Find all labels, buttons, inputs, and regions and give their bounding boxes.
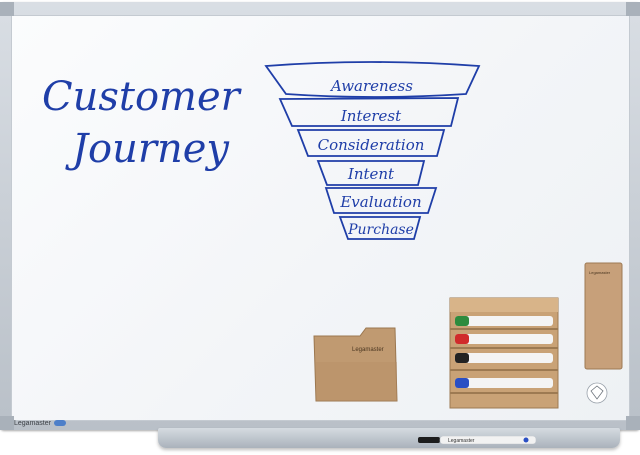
holder-brand: Legamaster — [352, 347, 384, 353]
pen-tray — [158, 428, 620, 448]
funnel-stage-consideration: Consideration — [318, 136, 425, 154]
marker-organizer — [449, 297, 559, 409]
marker-slot-1 — [455, 316, 553, 326]
funnel-stage-intent: Intent — [347, 165, 395, 183]
frame-corner-bottom-right — [626, 416, 640, 430]
frame-brand-label: Legamaster — [14, 420, 66, 427]
frame-corner-top-right — [626, 2, 640, 16]
frame-brand-text: Legamaster — [14, 420, 51, 427]
marker-slot-3 — [455, 353, 553, 363]
magnetic-eraser: Legamaster — [584, 262, 623, 370]
funnel — [264, 61, 481, 240]
cardboard-holder: Legamaster — [313, 327, 398, 402]
tray-marker-brand: Legamaster — [448, 438, 475, 444]
frame-corner-bottom-left — [0, 416, 14, 430]
funnel-stage-1-outline — [264, 61, 481, 98]
title-customer: Customer — [42, 74, 243, 120]
certification-sticker — [586, 382, 608, 404]
funnel-stage-3-outline — [296, 129, 446, 157]
frame-corner-top-left — [0, 2, 14, 16]
brand-badge-icon — [53, 420, 66, 427]
funnel-stage-awareness: Awareness — [329, 77, 413, 95]
tray-marker: Legamaster — [418, 436, 537, 444]
title-journey: Journey — [65, 126, 230, 172]
marker-slot-4 — [455, 378, 553, 388]
funnel-stage-5-outline — [324, 187, 438, 214]
funnel-stage-2-outline — [278, 97, 460, 127]
eraser-brand: Legamaster — [589, 270, 611, 275]
diamond-icon — [590, 385, 604, 400]
marker-slot-2 — [455, 334, 553, 344]
funnel-stage-interest: Interest — [340, 107, 402, 125]
funnel-stage-purchase: Purchase — [347, 222, 414, 238]
funnel-stage-6-outline — [338, 216, 422, 240]
funnel-stage-evaluation: Evaluation — [339, 193, 421, 211]
funnel-stage-4-outline — [316, 160, 426, 186]
